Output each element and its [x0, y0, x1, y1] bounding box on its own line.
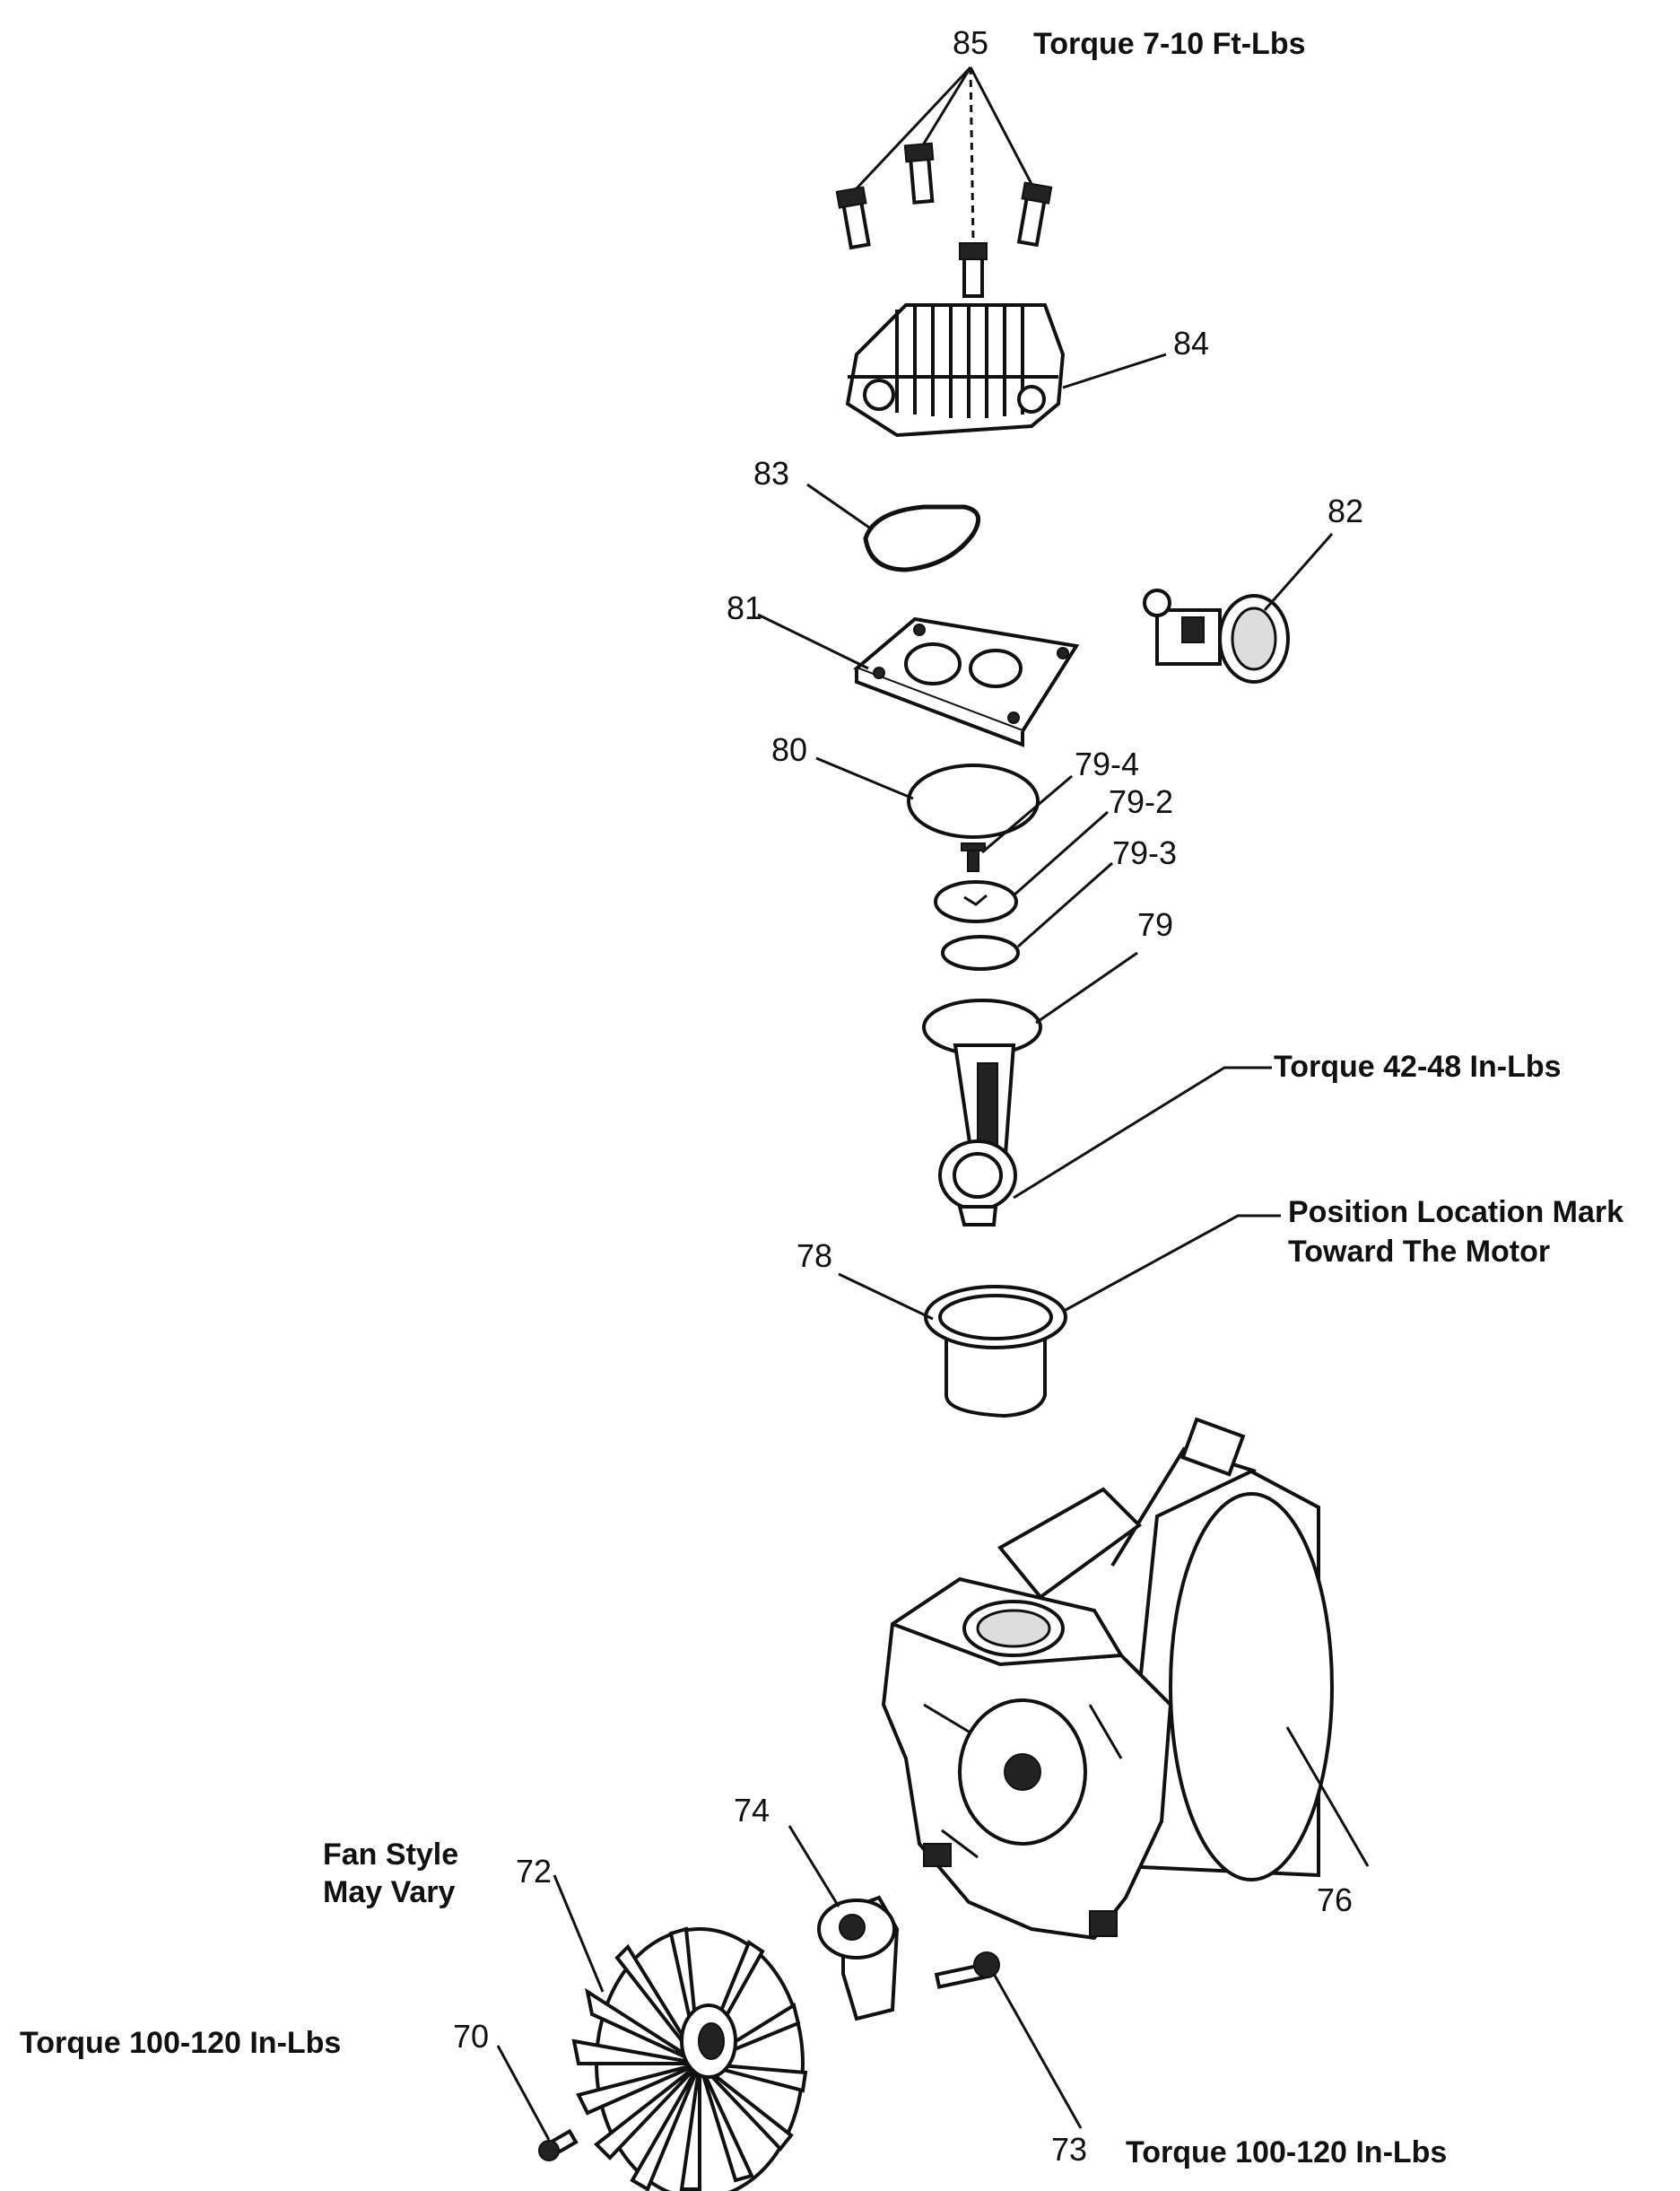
callout-83: 83 — [753, 455, 789, 492]
gasket-part-83 — [863, 504, 981, 572]
leader-line-83 — [806, 483, 873, 531]
leader-line-76 — [1285, 1726, 1370, 1867]
eccentric-part-74 — [817, 1895, 900, 2021]
callout-78: 78 — [796, 1237, 832, 1274]
callout-84: 84 — [1173, 325, 1209, 362]
leader-line-81 — [757, 613, 869, 670]
callout-79: 79 — [1137, 906, 1173, 943]
callout-80: 80 — [771, 731, 807, 768]
leader-line-82 — [1263, 533, 1334, 611]
note-fan-line1: Fan Style — [323, 1837, 458, 1872]
note-torque-screw: Torque 100-120 In-Lbs — [1126, 2135, 1447, 2169]
callout-79-4: 79-4 — [1075, 746, 1139, 782]
callout-72: 72 — [516, 1853, 552, 1890]
crankcase-motor-part-76 — [881, 1417, 1334, 1941]
note-torque-fan: Torque 100-120 In-Lbs — [20, 2026, 341, 2060]
leader-line-84 — [1062, 353, 1167, 389]
callout-74: 74 — [734, 1792, 770, 1829]
leader-line-79 — [1035, 951, 1138, 1025]
leader-line-80 — [815, 756, 914, 800]
callout-76: 76 — [1317, 1881, 1353, 1918]
filter-part-82 — [1143, 589, 1290, 684]
callout-82: 82 — [1327, 493, 1363, 529]
note-torque-head: Torque 7-10 Ft-Lbs — [1033, 27, 1306, 61]
connecting-rod-part-79 — [922, 999, 1042, 1226]
fan-part-72 — [571, 1926, 808, 2191]
leader-lines-85 — [855, 65, 1033, 243]
leader-line-73 — [992, 1973, 1083, 2129]
cylinder-head-part-84 — [845, 303, 1066, 438]
leader-line-79-3 — [1017, 861, 1113, 948]
leader-line-74 — [788, 1825, 840, 1907]
callout-79-2: 79-2 — [1109, 783, 1173, 820]
screw-part-79-4 — [961, 842, 986, 872]
leader-line-79-4 — [981, 774, 1073, 854]
o-ring-part-80 — [907, 764, 1040, 839]
retainer-part-79-2 — [934, 880, 1018, 923]
cylinder-sleeve-part-78 — [924, 1285, 1067, 1418]
callout-73: 73 — [1051, 2131, 1087, 2168]
leader-line-78 — [838, 1272, 934, 1321]
note-position-line2: Toward The Motor — [1288, 1235, 1550, 1269]
screw-part-73 — [934, 1951, 1000, 1989]
leader-line-72 — [553, 1874, 605, 1993]
leader-line-70 — [496, 2045, 551, 2141]
note-torque-rod: Torque 42-48 In-Lbs — [1274, 1050, 1562, 1084]
leader-line-79-2 — [1013, 810, 1109, 897]
leader-line-position-mark — [1065, 1214, 1281, 1312]
valve-plate-part-81 — [853, 616, 1080, 747]
callout-79-3: 79-3 — [1112, 834, 1177, 871]
callout-85: 85 — [953, 24, 988, 61]
note-fan-line2: May Vary — [323, 1875, 456, 1909]
note-position-line1: Position Location Mark — [1288, 1195, 1623, 1229]
callout-81: 81 — [727, 589, 762, 626]
callout-70: 70 — [453, 2018, 489, 2055]
leader-line-torque-rod — [1013, 1066, 1272, 1200]
bolt-part-70 — [538, 2128, 579, 2161]
cup-part-79-3 — [941, 935, 1020, 971]
head-bolts-part-85 — [835, 142, 1053, 298]
